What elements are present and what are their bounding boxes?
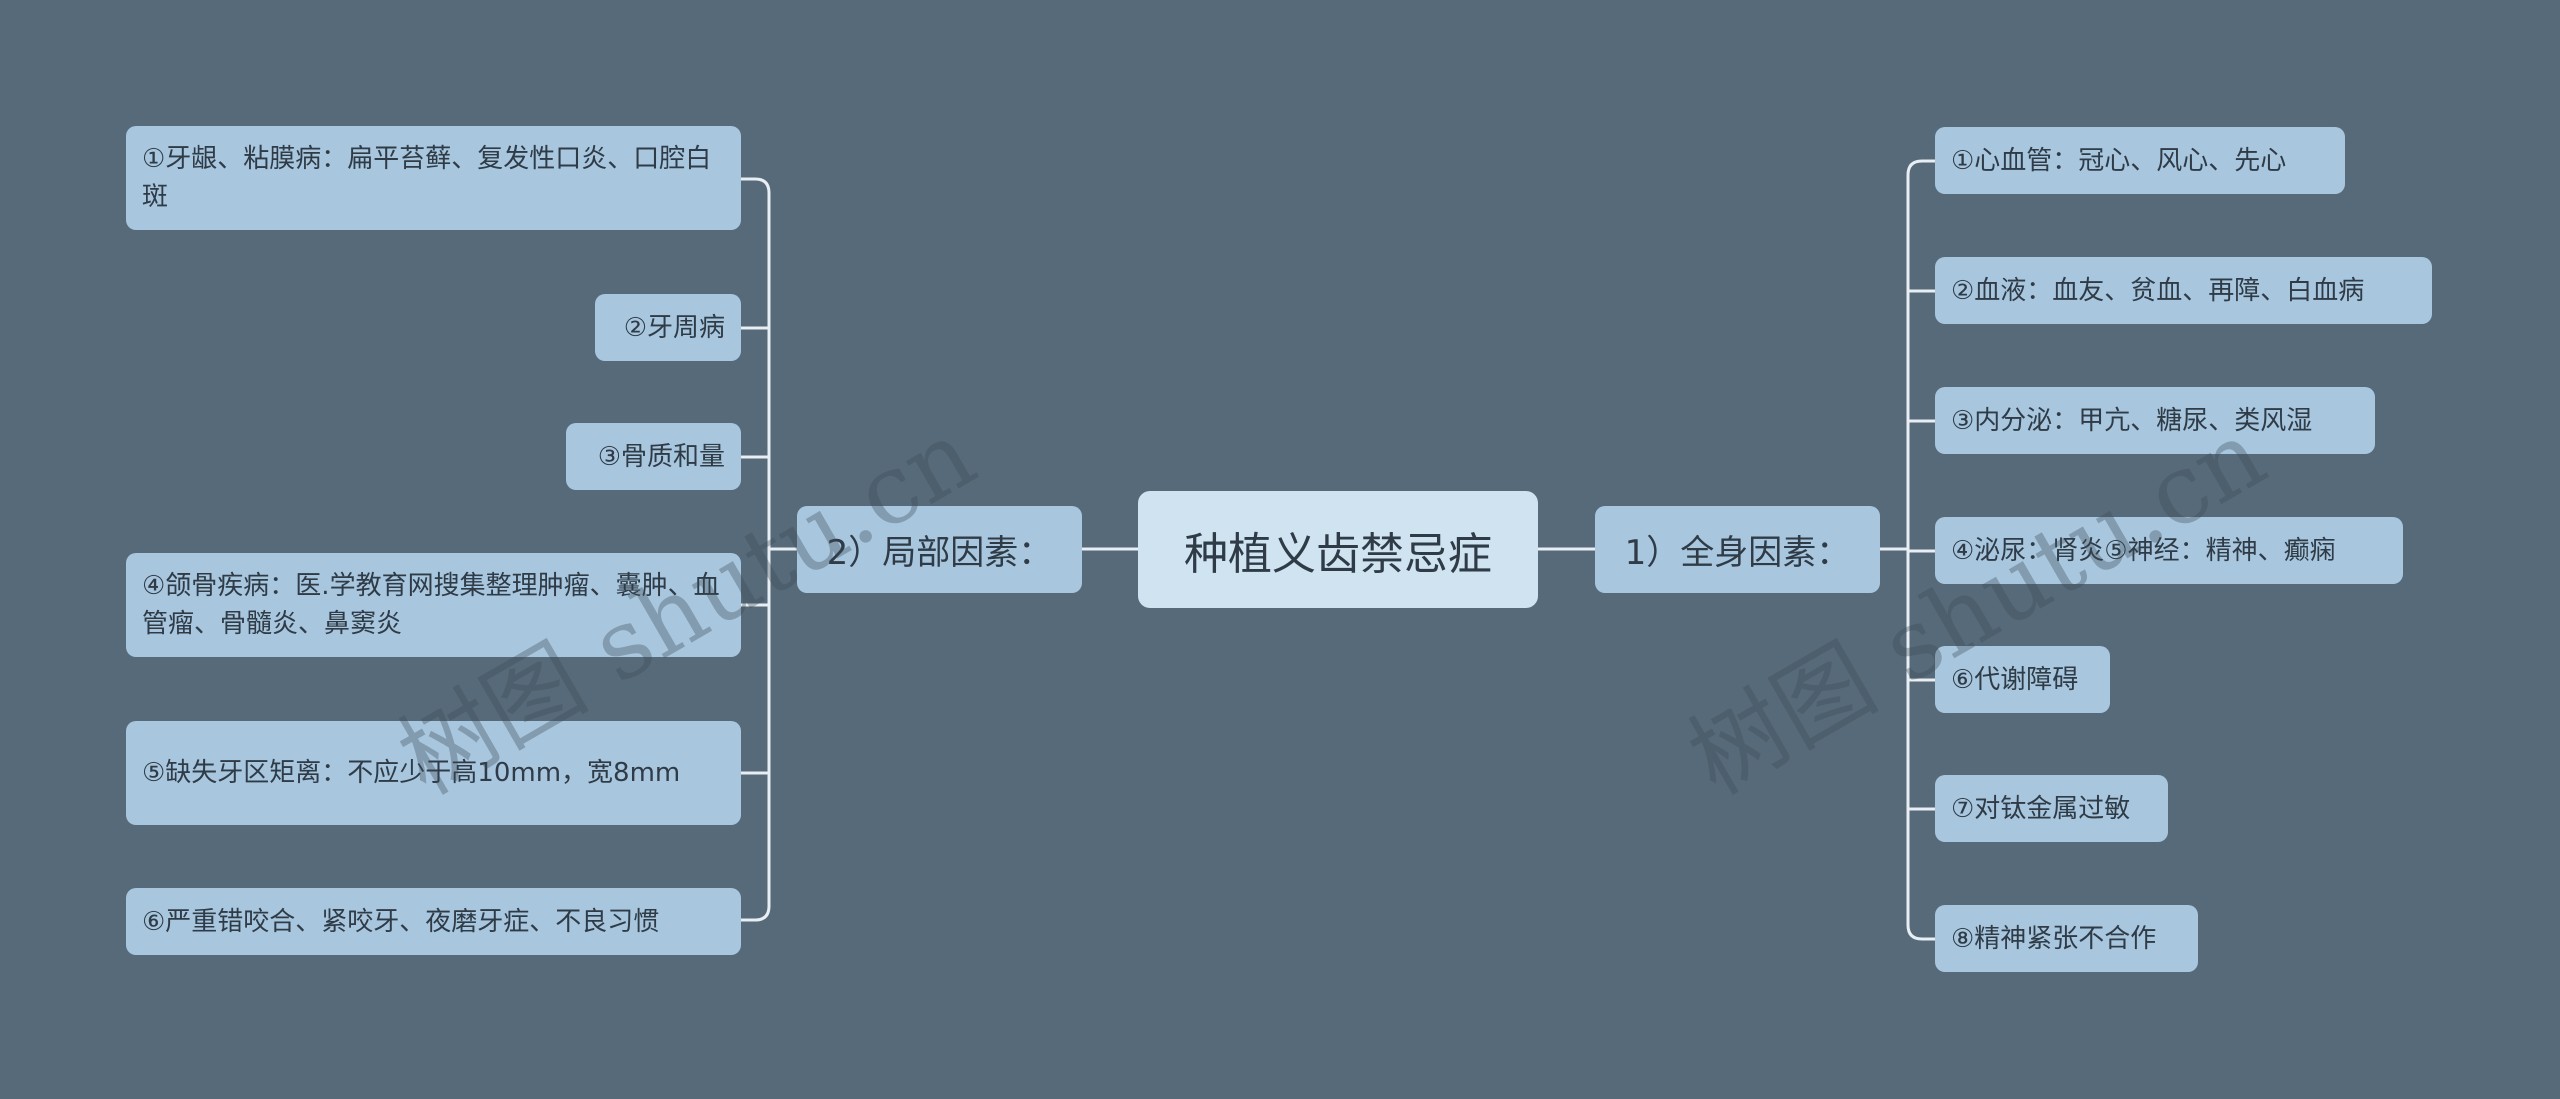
branch-label-systemic: 1）全身因素： [1624,533,1851,573]
leaf-label: ⑥严重错咬合、紧咬牙、夜磨牙症、不良习惯 [142,906,660,937]
leaf-node-cardiovascular[interactable]: ①心血管：冠心、风心、先心 [1935,127,2345,194]
leaf-label: ⑥代谢障碍 [1951,664,2079,695]
leaf-label: ⑦对钛金属过敏 [1951,793,2131,824]
leaf-label: ①心血管：冠心、风心、先心 [1951,145,2287,176]
branch-node-local[interactable]: 2）局部因素： [797,506,1082,593]
leaf-node-periodontal[interactable]: ②牙周病 [595,294,741,361]
leaf-node-jaw-disease[interactable]: ④颌骨疾病：医.学教育网搜集整理肿瘤、囊肿、血管瘤、骨髓炎、鼻窦炎 [126,553,741,657]
right-spine [1906,159,1935,941]
leaf-label: ⑧精神紧张不合作 [1951,923,2157,954]
leaf-node-endocrine[interactable]: ③内分泌：甲亢、糖尿、类风湿 [1935,387,2375,454]
branch-label-local: 2）局部因素： [826,533,1053,573]
leaf-label: ④颌骨疾病：医.学教育网搜集整理肿瘤、囊肿、血管瘤、骨髓炎、鼻窦炎 [142,571,720,639]
leaf-label: ③骨质和量 [597,441,725,472]
leaf-node-blood[interactable]: ②血液：血友、贫血、再障、白血病 [1935,257,2432,324]
left-spine [741,177,771,922]
branch-node-systemic[interactable]: 1）全身因素： [1595,506,1880,593]
leaf-node-missing-tooth-space[interactable]: ⑤缺失牙区矩离：不应少于高10mm，宽8mm [126,721,741,825]
leaf-label: ④泌尿：肾炎⑤神经：精神、癫痫 [1951,535,2336,566]
leaf-node-titanium-allergy[interactable]: ⑦对钛金属过敏 [1935,775,2168,842]
leaf-label: ②血液：血友、贫血、再障、白血病 [1951,275,2365,306]
leaf-node-malocclusion-habits[interactable]: ⑥严重错咬合、紧咬牙、夜磨牙症、不良习惯 [126,888,741,955]
leaf-label: ②牙周病 [623,312,725,343]
root-node[interactable]: 种植义齿禁忌症 [1138,491,1538,608]
leaf-node-metabolic[interactable]: ⑥代谢障碍 [1935,646,2110,713]
leaf-label: ③内分泌：甲亢、糖尿、类风湿 [1951,405,2313,436]
leaf-label: ①牙龈、粘膜病：扁平苔藓、复发性口炎、口腔白斑 [142,144,712,212]
leaf-node-anxiety[interactable]: ⑧精神紧张不合作 [1935,905,2198,972]
leaf-node-gum-mucosa[interactable]: ①牙龈、粘膜病：扁平苔藓、复发性口炎、口腔白斑 [126,126,741,230]
root-label: 种植义齿禁忌症 [1184,528,1492,580]
leaf-label: ⑤缺失牙区矩离：不应少于高10mm，宽8mm [142,758,681,788]
leaf-node-urinary-neuro[interactable]: ④泌尿：肾炎⑤神经：精神、癫痫 [1935,517,2403,584]
leaf-node-bone-quality[interactable]: ③骨质和量 [566,423,741,490]
